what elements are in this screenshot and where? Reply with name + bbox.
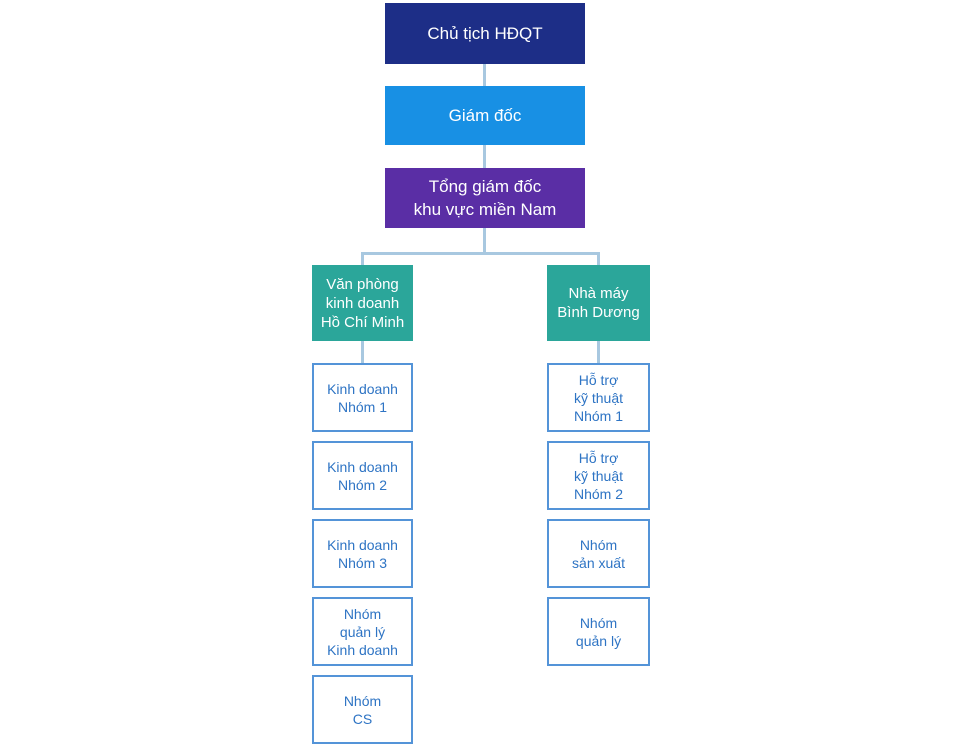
node-kinh-doanh-nhom-2: Kinh doanh Nhóm 2 (312, 441, 413, 510)
node-label-line: Tổng giám đốc (428, 177, 542, 196)
node-label-line: Kinh doanh (327, 380, 398, 397)
node-label-line: Kinh doanh (327, 536, 398, 553)
node-director: Giám đốc (385, 86, 585, 145)
node-nhom-quan-ly: Nhóm quản lý (547, 597, 650, 666)
node-chairman: Chủ tịch HĐQT (385, 3, 585, 64)
node-label-line: Nhóm (579, 536, 618, 553)
node-label-line: Nhóm 1 (337, 398, 388, 415)
node-label-line: quản lý (575, 632, 622, 649)
node-branch-hcm-office: Văn phòng kinh doanh Hồ Chí Minh (312, 265, 413, 341)
node-gm-south: Tổng giám đốc khu vực miền Nam (385, 168, 585, 228)
node-nhom-cs: Nhóm CS (312, 675, 413, 744)
node-label-line: Hồ Chí Minh (320, 313, 405, 331)
node-label-line: Nhóm 2 (573, 485, 624, 502)
node-label-line: Bình Dương (557, 304, 640, 321)
node-label-line: khu vực miền Nam (413, 200, 557, 219)
node-label-line: CS (352, 710, 373, 727)
node-label-line: Hỗ trợ (578, 371, 619, 388)
connector-gm-branches (483, 228, 486, 253)
node-nhom-quan-ly-kinh-doanh: Nhóm quản lý Kinh doanh (312, 597, 413, 666)
node-label-line: Kinh doanh (327, 641, 398, 658)
connector-chairman-director (483, 64, 486, 86)
node-label-line: kỹ thuật (573, 467, 624, 484)
connector-elbow-right (597, 252, 600, 266)
node-label-line: kinh doanh (325, 294, 400, 312)
node-label-line: Nhà máy (568, 285, 629, 302)
connector-factory-children (597, 340, 600, 363)
node-label-line: Hỗ trợ (578, 449, 619, 466)
node-label-line: Văn phòng (326, 275, 399, 293)
node-label-line: Nhóm (579, 614, 618, 631)
node-label-line: kỹ thuật (573, 389, 624, 406)
node-nhom-san-xuat: Nhóm sản xuất (547, 519, 650, 588)
node-label-line: Nhóm 2 (337, 476, 388, 493)
connector-hcm-children (361, 340, 364, 363)
node-branch-binh-duong-factory: Nhà máy Bình Dương (547, 265, 650, 341)
node-label-line: Nhóm (343, 692, 382, 709)
node-label-line: quản lý (339, 623, 386, 640)
connector-branch-horizontal (361, 252, 600, 255)
connector-director-gm (483, 145, 486, 168)
node-label-line: Giám đốc (448, 106, 522, 125)
node-label-line: sản xuất (572, 554, 625, 571)
node-label-line: Kinh doanh (327, 458, 398, 475)
node-label-line: Nhóm 1 (573, 407, 624, 424)
node-label-line: Nhóm (343, 605, 382, 622)
node-label-line: Nhóm 3 (337, 554, 388, 571)
connector-elbow-left (361, 252, 364, 266)
node-kinh-doanh-nhom-3: Kinh doanh Nhóm 3 (312, 519, 413, 588)
node-kinh-doanh-nhom-1: Kinh doanh Nhóm 1 (312, 363, 413, 432)
node-label-line: Chủ tịch HĐQT (427, 24, 543, 43)
node-ho-tro-ky-thuat-nhom-2: Hỗ trợ kỹ thuật Nhóm 2 (547, 441, 650, 510)
node-ho-tro-ky-thuat-nhom-1: Hỗ trợ kỹ thuật Nhóm 1 (547, 363, 650, 432)
